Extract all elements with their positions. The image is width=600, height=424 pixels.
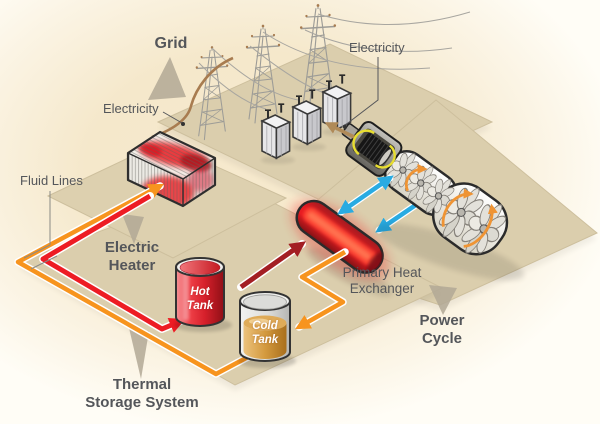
heater-platform (46, 141, 288, 259)
electric-heater-label: Electric Heater (104, 239, 160, 275)
hot-tank-to-exchanger-arrow (237, 240, 306, 291)
rotation-arrows (405, 163, 498, 248)
generator (345, 121, 403, 177)
electricity-generator-label: Electricity (349, 40, 405, 55)
callout-wedges (122, 57, 457, 379)
working-fluid-supply-arrow (337, 174, 394, 216)
power-wires (198, 11, 471, 110)
turbine-shadow (375, 223, 525, 281)
electricity-grid-pointer (162, 111, 183, 124)
hot-tank (175, 257, 225, 327)
cold-tank (239, 291, 291, 362)
grid-wedge (148, 57, 186, 100)
cold-fluid-line (14, 182, 252, 378)
electricity-grid-label: Electricity (103, 101, 159, 116)
generator-electricity-arrow (324, 122, 355, 139)
hot-fluid-line (39, 192, 186, 333)
electricity-generator-pointer (343, 57, 379, 127)
thermal-storage-wedge (129, 328, 149, 379)
grid-electricity-wire (151, 56, 234, 139)
fluid-lines-label: Fluid Lines (20, 173, 83, 188)
turbine-generator (341, 121, 516, 264)
power-cycle-wedge (429, 285, 457, 315)
exchanger-to-cold-tank-line (295, 248, 349, 331)
hot-tank-label: Hot Tank (186, 286, 214, 313)
power-cycle-label: Power Cycle (419, 312, 465, 348)
pointer-lines (23, 57, 379, 270)
primary-heat-exchanger (295, 199, 388, 277)
primary-heat-exchanger-label: Primary Heat Exchanger (342, 265, 422, 297)
grid-label: Grid (154, 35, 188, 52)
electric-heater (126, 130, 217, 208)
thermal-storage-system-label: Thermal Storage System (85, 376, 199, 412)
cold-tank-label: Cold Tank (251, 320, 279, 347)
electric-heater-wedge (122, 214, 144, 244)
